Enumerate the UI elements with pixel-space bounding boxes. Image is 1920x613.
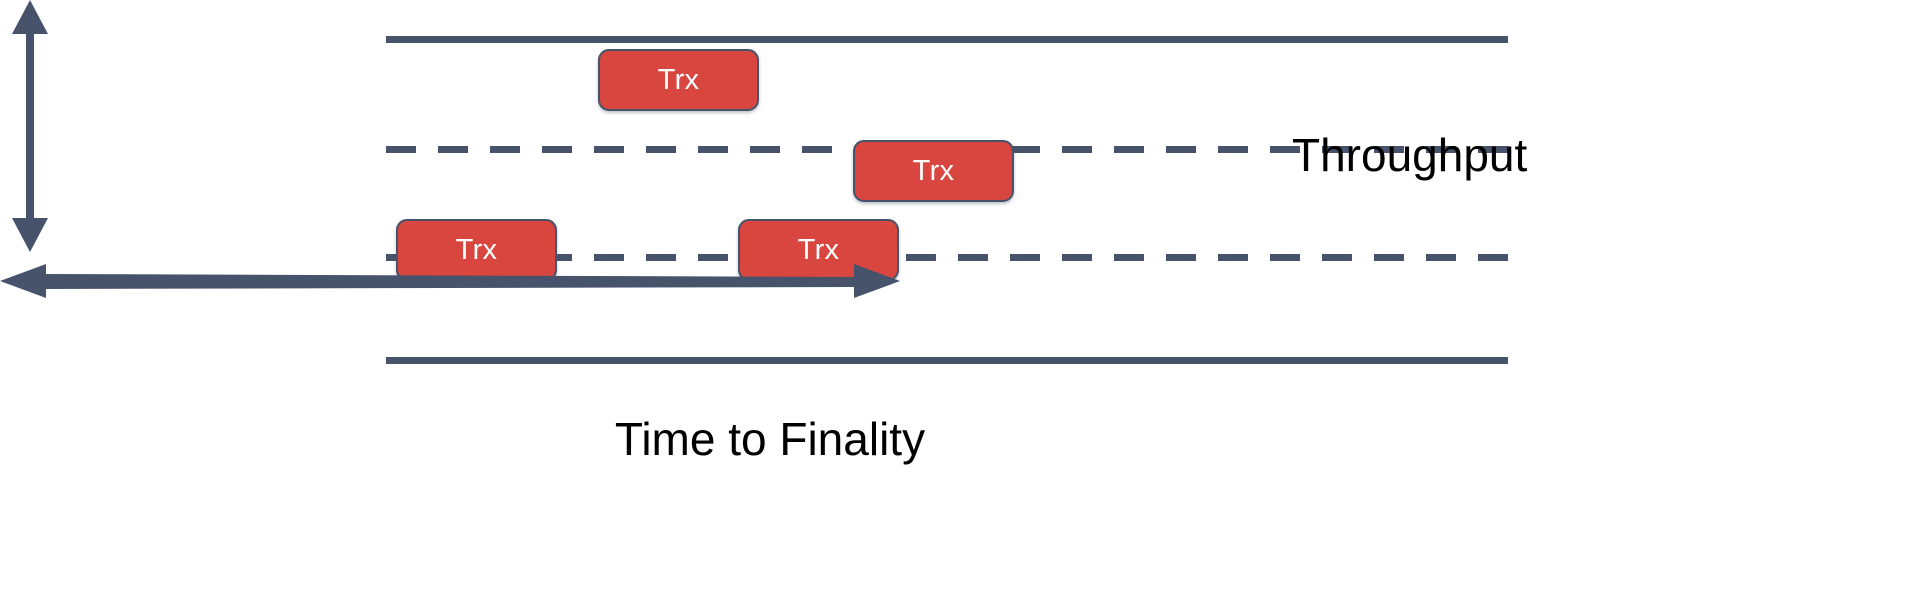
double-headed-horizontal-arrow-icon — [0, 264, 900, 298]
lane-boundary-bottom — [386, 357, 1508, 364]
throughput-axis-arrow — [0, 0, 60, 252]
transaction-block[interactable]: Trx — [738, 219, 899, 281]
transaction-label: Trx — [455, 233, 498, 266]
time-axis-arrow — [0, 252, 900, 310]
transaction-label: Trx — [912, 154, 955, 187]
time-to-finality-axis-label: Time to Finality — [614, 413, 926, 465]
transaction-label: Trx — [797, 233, 840, 266]
double-headed-vertical-arrow-icon — [12, 0, 48, 252]
lane-boundary-top — [386, 36, 1508, 43]
transaction-label: Trx — [657, 63, 700, 96]
transaction-block[interactable]: Trx — [853, 140, 1014, 202]
transaction-block[interactable]: Trx — [598, 49, 759, 111]
lane-divider-lower — [386, 254, 1508, 261]
throughput-axis-label: Throughput — [1292, 129, 1528, 181]
